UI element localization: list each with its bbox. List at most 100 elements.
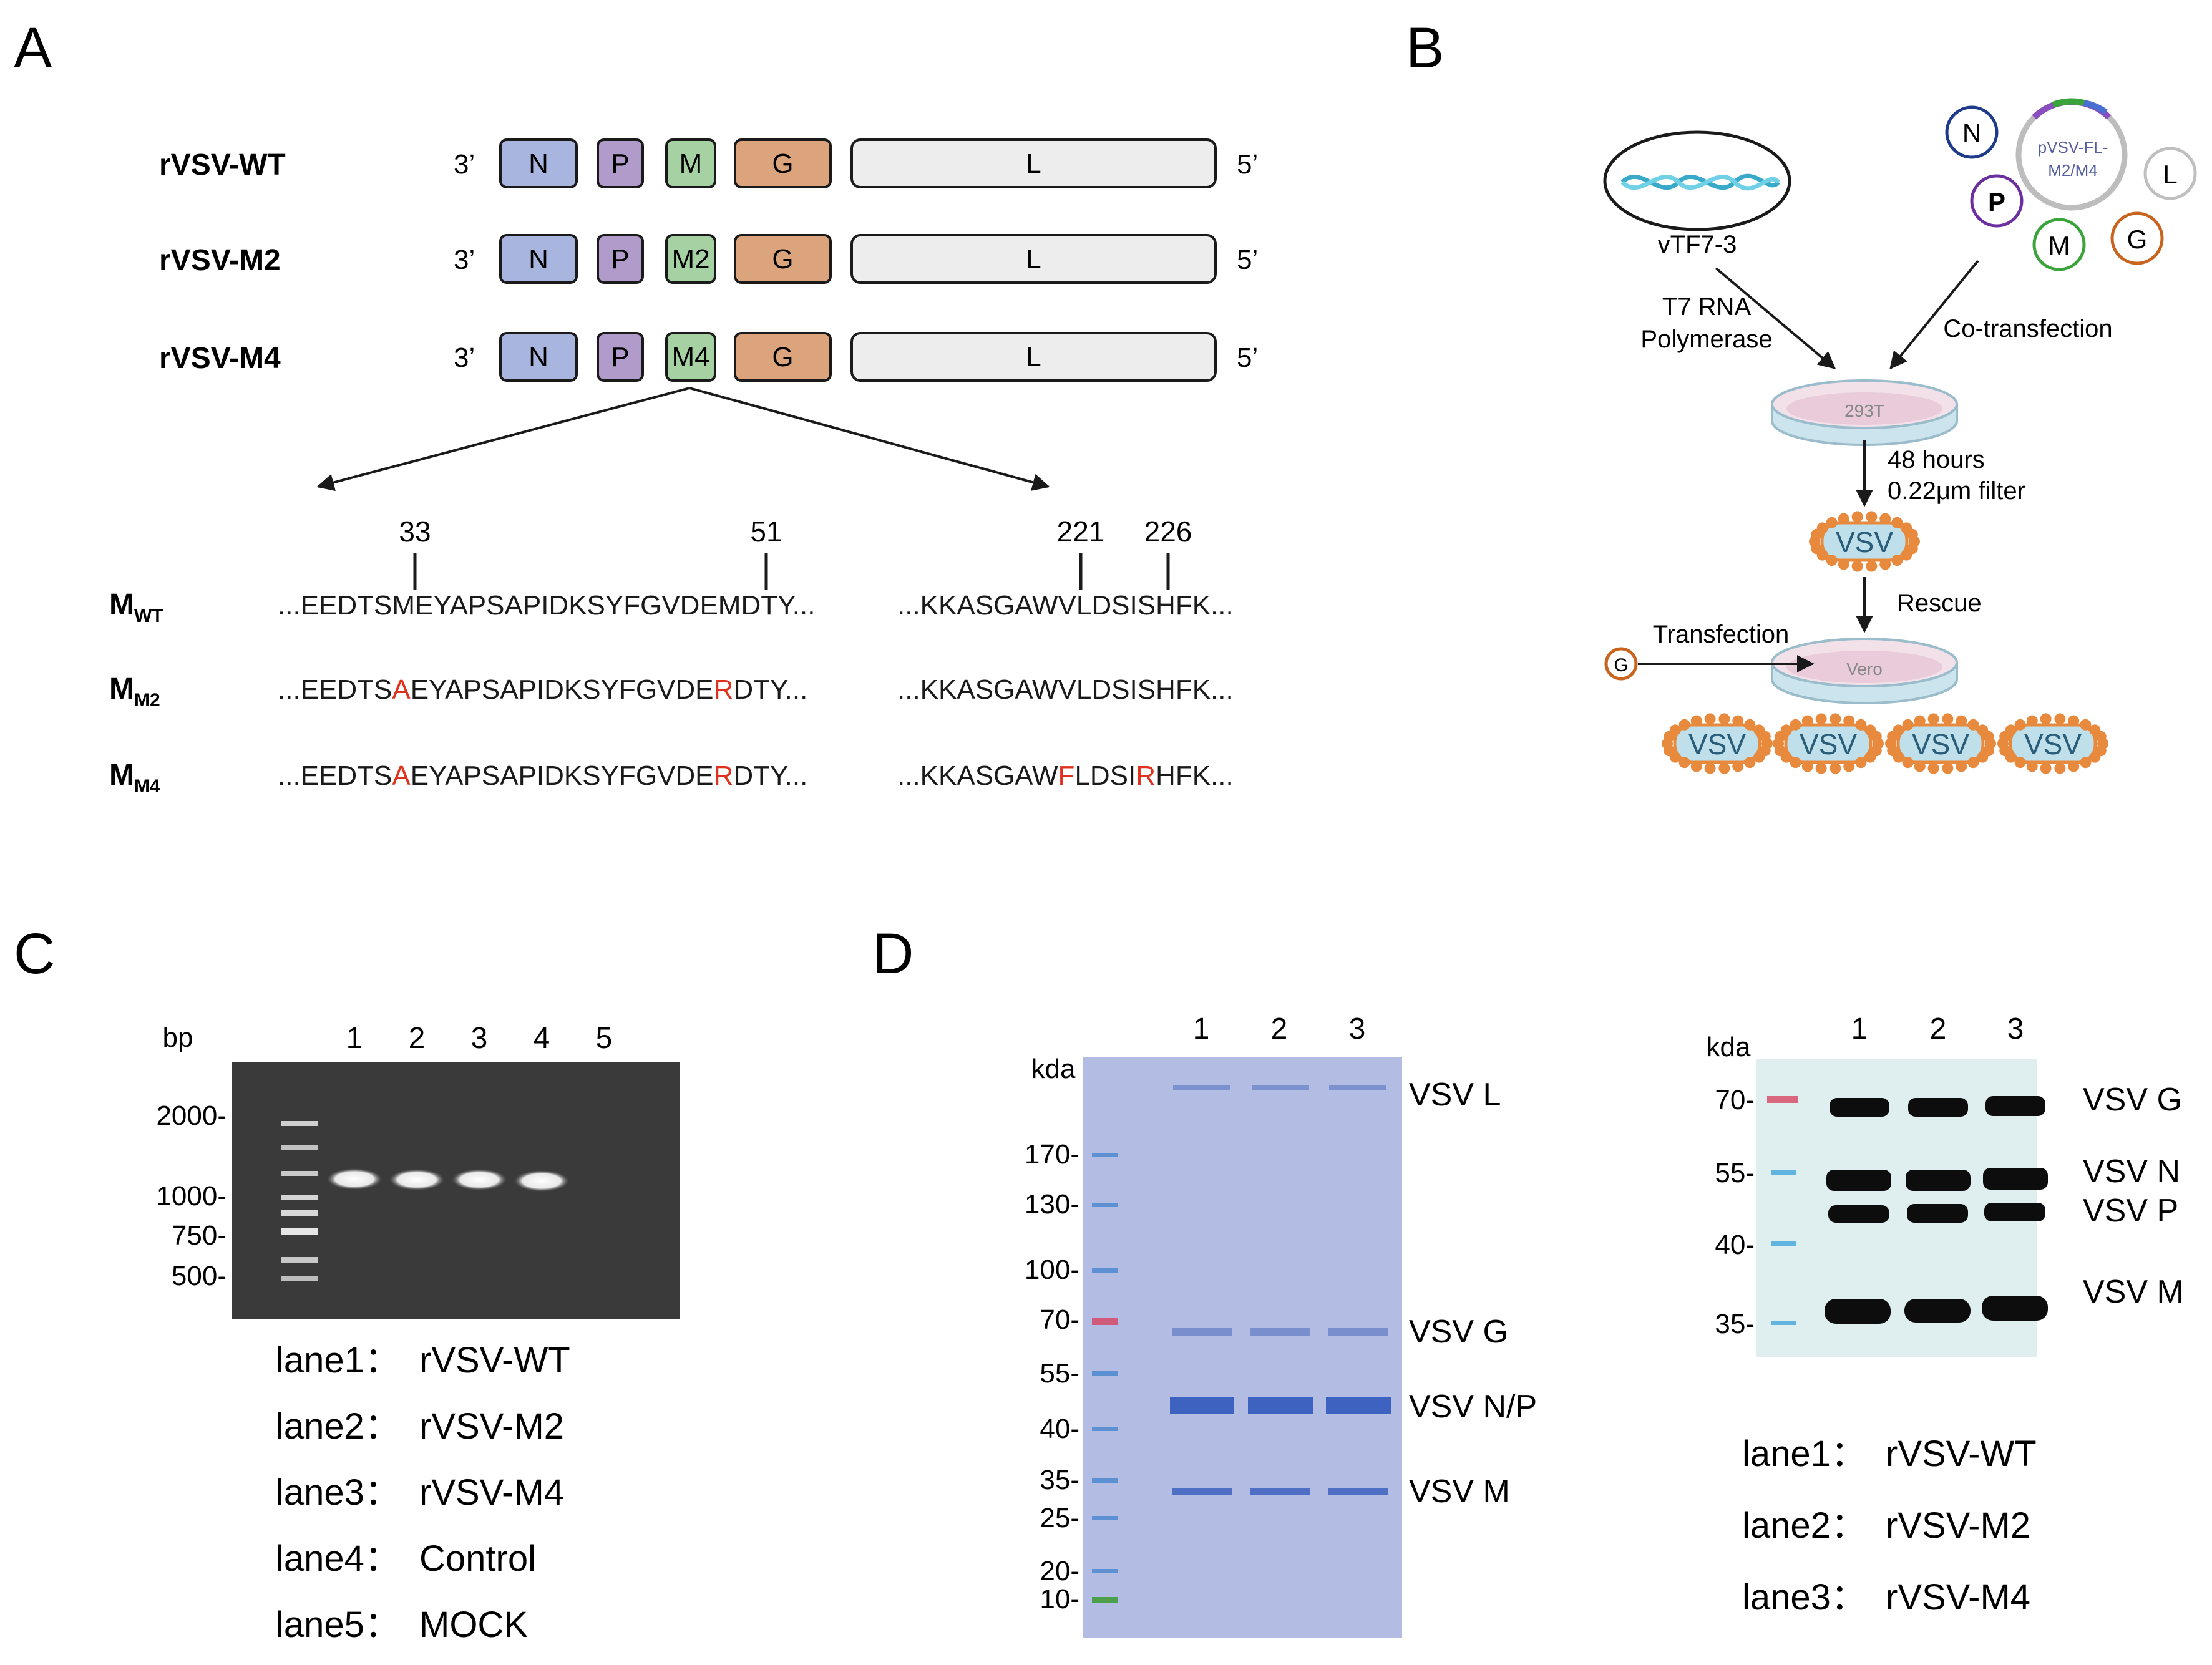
bp-marker-500: 500- — [172, 1261, 227, 1291]
svg-text:G: G — [1614, 655, 1628, 676]
position-221: 221 — [1057, 515, 1105, 548]
gene-box-p — [597, 332, 644, 382]
position-33: 33 — [399, 515, 431, 548]
kda-marker: 170- — [1025, 1139, 1079, 1170]
end-3-prime: 3’ — [454, 149, 475, 180]
vsv-particle-label: VSV — [2024, 728, 2082, 760]
band-label: VSV L — [1409, 1077, 1501, 1113]
rescue-label: Rescue — [1897, 590, 1982, 617]
sequence-label: MM2 — [109, 672, 160, 711]
lane-number: 3 — [2007, 1012, 2024, 1046]
legend-sample: rVSV-WT — [419, 1340, 570, 1381]
kda-marker: 40- — [1040, 1414, 1079, 1444]
end-3-prime: 3’ — [454, 245, 475, 275]
vaccinia-label: vTF7-3 — [1658, 231, 1737, 258]
panel-label-d: D — [872, 922, 914, 986]
polymerase-label-line2: Polymerase — [1640, 326, 1772, 353]
end-5-prime: 5’ — [1237, 149, 1258, 180]
gene-label: M — [680, 148, 703, 179]
helper-plasmid-g — [2110, 211, 2164, 265]
band-label: VSV G — [1409, 1314, 1508, 1350]
legend-sample: MOCK — [419, 1604, 528, 1645]
legend-sample: rVSV-WT — [1886, 1434, 2037, 1474]
legend-sample: rVSV-M4 — [1886, 1577, 2030, 1618]
gel-band-lane1 — [327, 1168, 382, 1190]
rescued-virus: VSV — [1809, 511, 1920, 572]
lane-number: 3 — [471, 1022, 488, 1055]
svg-text:L: L — [2163, 160, 2177, 189]
gene-label: P — [611, 342, 629, 372]
sequence-label: MM4 — [109, 759, 160, 797]
kda-marker: 55- — [1040, 1358, 1079, 1389]
gene-box-p — [597, 138, 644, 188]
gene-label: L — [1026, 342, 1041, 372]
zoom-line-left — [316, 387, 690, 492]
kda-marker: 10- — [1040, 1584, 1079, 1614]
band-label: VSV N/P — [1409, 1389, 1537, 1425]
gene-label: P — [611, 244, 629, 274]
kda-marker: 70- — [1040, 1304, 1079, 1335]
kda-marker: 40- — [1715, 1230, 1755, 1260]
gene-label: M2 — [671, 244, 709, 274]
construct-name: rVSV-WT — [159, 148, 286, 182]
svg-text:M: M — [2049, 231, 2070, 260]
band-label: VSV P — [2083, 1193, 2178, 1229]
svg-text:P: P — [1988, 187, 2005, 216]
vsv-particle-label: VSV — [1912, 728, 1969, 760]
legend-sample: Control — [419, 1538, 536, 1579]
gene-label: N — [529, 148, 548, 179]
gene-box-p — [597, 234, 644, 284]
vaccinia-virus-ellipse — [1603, 130, 1791, 231]
gene-box-l — [850, 332, 1217, 382]
lane-number: 2 — [1271, 1012, 1288, 1046]
legend-lane: lane4： — [276, 1538, 401, 1579]
sequence-label: MWT — [109, 588, 163, 626]
cell-dish-vero: Vero — [1771, 638, 1958, 704]
legend-lane: lane1： — [276, 1340, 401, 1381]
panel-label-a: A — [14, 16, 52, 80]
band-label: VSV G — [2083, 1082, 2182, 1118]
helper-plasmid-m — [2032, 218, 2086, 271]
sequence-left: ...EEDTSAEYAPSAPIDKSYFGVDERDTY... — [278, 674, 807, 705]
legend-sample: rVSV-M2 — [419, 1406, 564, 1447]
vsv-particle: VSV — [1773, 713, 1884, 774]
band-label: VSV N — [2083, 1153, 2180, 1190]
plasmid-label-line2: M2/M4 — [2048, 161, 2097, 180]
gene-box-m2 — [665, 234, 716, 284]
gene-box-g — [734, 234, 832, 284]
sequence-left: ...EEDTSMEYAPSAPIDKSYFGVDEMDTY... — [278, 590, 815, 621]
lane-number: 5 — [596, 1022, 613, 1055]
lane-number: 1 — [1851, 1012, 1868, 1046]
sequence-right: ...KKASGAWFLDSIRHFK... — [897, 760, 1234, 791]
construct-name: rVSV-M2 — [159, 244, 281, 277]
bp-marker-2000: 2000- — [156, 1100, 227, 1131]
gene-box-g — [734, 138, 832, 188]
gene-box-n — [499, 234, 578, 284]
cotransfection-arrow — [1889, 260, 1979, 370]
vsv-particle: VSV — [1997, 713, 2108, 774]
legend-lane: lane3： — [276, 1472, 401, 1513]
vsv-particle: VSV — [1662, 713, 1773, 774]
gene-box-l — [850, 234, 1217, 284]
cotransfection-label: Co-transfection — [1943, 315, 2112, 342]
gel-band-lane2 — [389, 1169, 444, 1190]
legend-sample: rVSV-M4 — [419, 1472, 564, 1513]
blot-unit-label: kda — [1707, 1032, 1751, 1062]
sequence-right: ...KKASGAWVLDSISHFK... — [897, 590, 1234, 621]
g-plasmid — [1604, 647, 1638, 681]
kda-marker: 25- — [1040, 1503, 1079, 1533]
gene-box-n — [499, 138, 578, 188]
lane-number: 2 — [1930, 1012, 1947, 1046]
gene-box-n — [499, 332, 578, 382]
kda-marker: 70- — [1715, 1085, 1755, 1115]
svg-text:293T: 293T — [1844, 401, 1884, 420]
gene-label: G — [772, 244, 793, 274]
end-5-prime: 5’ — [1237, 245, 1258, 275]
gene-box-m4 — [665, 332, 716, 382]
sequence-right: ...KKASGAWVLDSISHFK... — [897, 674, 1234, 705]
gene-box-m — [665, 138, 716, 188]
construct-name: rVSV-M4 — [159, 342, 281, 375]
